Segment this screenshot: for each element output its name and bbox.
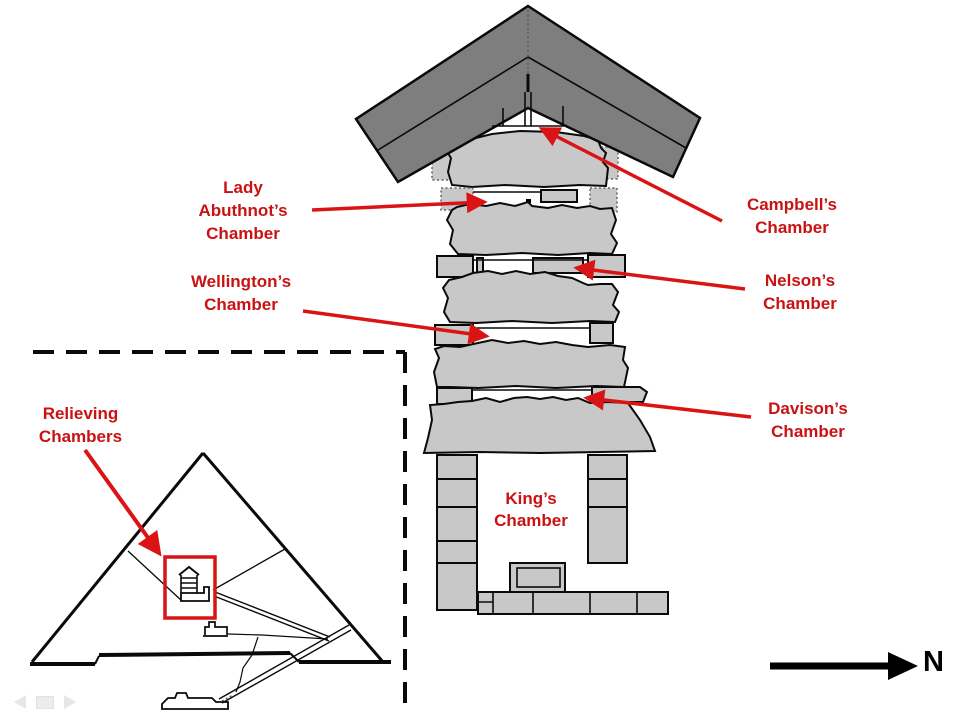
relieving-chambers-mini (178, 565, 210, 602)
campbells-chamber-floor (492, 92, 564, 127)
joint-mark (526, 199, 531, 203)
label-line: Chamber (204, 295, 278, 314)
label-line: Chambers (38, 427, 123, 446)
callout-arrows (83, 127, 752, 557)
masonry-slab (441, 269, 621, 325)
arrow-relieving-chambers (83, 448, 162, 557)
wall-block (436, 506, 478, 542)
stop-icon (36, 695, 54, 709)
arrow-campbells (538, 127, 723, 223)
grand-gallery (213, 591, 331, 642)
masonry-stack (422, 129, 657, 455)
label-line: Wellington’s (190, 272, 292, 291)
wall-block (436, 478, 478, 508)
label-davisons-chamber: Davison’s Chamber (723, 397, 893, 443)
next-arrow-icon (64, 695, 76, 709)
masonry-slab (432, 338, 630, 390)
wall-block (436, 562, 478, 611)
north-arrowhead (888, 652, 918, 680)
descending-passage (218, 624, 352, 704)
label-line: Nelson’s (764, 271, 836, 290)
well-shaft (235, 636, 259, 693)
label-line: King’s (505, 489, 557, 508)
label-line: Davison’s (768, 399, 848, 418)
north-label: N (923, 646, 944, 678)
label-line: Abuthnot’s (198, 201, 288, 220)
inset-dashed-border (33, 350, 407, 713)
sarcophagus-rim (516, 567, 561, 588)
label-wellingtons-chamber: Wellington’s Chamber (156, 270, 326, 316)
ground-line (30, 651, 391, 666)
wall-block (587, 478, 628, 508)
gabled-roof (354, 4, 702, 184)
queens-passage (227, 633, 329, 640)
side-block (589, 322, 614, 344)
queens-chamber (203, 621, 228, 637)
masonry-slab (445, 200, 619, 257)
slideshow-nav-artifact (14, 695, 76, 709)
label-line: Chamber (206, 224, 280, 243)
wall-block (587, 506, 628, 564)
label-line: Lady (223, 178, 263, 197)
pyramid-faces (30, 452, 385, 663)
prev-arrow-icon (14, 695, 26, 709)
masonry-slab (444, 129, 610, 189)
air-shafts (127, 548, 286, 602)
label-lady-abuthnots-chamber: Lady Abuthnot’s Chamber (158, 176, 328, 245)
side-block (436, 255, 474, 278)
label-campbells-chamber: Campbell’s Chamber (707, 193, 877, 239)
pyramid-inset (30, 350, 407, 713)
ceiling-slab (422, 395, 657, 455)
gap-block (540, 189, 578, 203)
label-line: Campbell’s (746, 195, 838, 214)
label-line: Relieving (42, 404, 119, 423)
label-line: Chamber (755, 218, 829, 237)
label-nelsons-chamber: Nelson’s Chamber (715, 269, 885, 315)
relieving-chambers-highlight-box (163, 555, 217, 620)
arrow-nelsons (573, 259, 746, 291)
label-line: Chamber (771, 422, 845, 441)
wall-block (436, 540, 478, 564)
label-line: Chamber (494, 511, 568, 530)
label-relieving-chambers: Relieving Chambers (8, 402, 153, 448)
arrow-davisons (583, 389, 752, 419)
subterranean-chamber (161, 692, 229, 710)
north-arrow (770, 652, 918, 680)
kings-chamber (436, 454, 669, 615)
arrow-lady-abuthnots (311, 192, 488, 214)
label-kings-chamber: King’s Chamber (446, 488, 616, 532)
label-line: Chamber (763, 294, 837, 313)
wall-block (436, 454, 478, 480)
arrow-wellingtons (302, 309, 490, 345)
floor-slab (477, 591, 669, 615)
wall-block (587, 454, 628, 480)
